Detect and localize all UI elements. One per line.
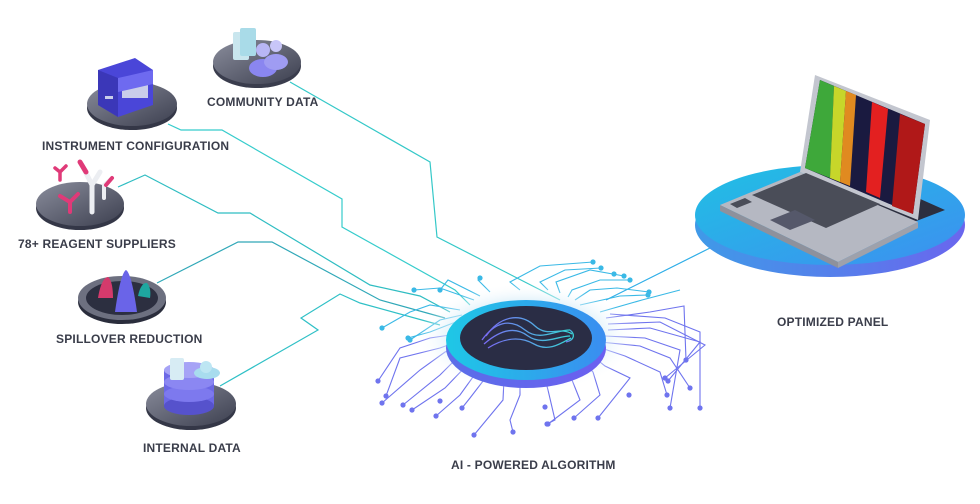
- community-people-icon: [213, 28, 301, 88]
- line-community: [289, 81, 561, 301]
- line-instrument: [167, 123, 471, 306]
- connection-lines: [117, 81, 711, 387]
- line-optimized: [605, 247, 711, 301]
- database-cloud-icon: [146, 358, 236, 430]
- label-spillover-reduction: SPILLOVER REDUCTION: [56, 332, 203, 346]
- label-community-data: COMMUNITY DATA: [207, 95, 319, 109]
- laptop-icon: [695, 75, 965, 277]
- ai-chip-icon: [416, 283, 636, 393]
- antibody-icon: [36, 159, 124, 230]
- spectrum-peaks-icon: [78, 270, 166, 324]
- line-reagent: [117, 174, 451, 313]
- label-instrument-configuration: INSTRUMENT CONFIGURATION: [42, 139, 230, 153]
- trackpad: [770, 210, 815, 230]
- label-internal-data: INTERNAL DATA: [143, 441, 241, 455]
- label-ai-algorithm: AI - POWERED ALGORITHM: [451, 458, 616, 472]
- label-optimized-panel: OPTIMIZED PANEL: [777, 315, 889, 329]
- line-internal: [219, 293, 441, 387]
- cytometer-instrument-icon: [87, 58, 177, 130]
- wave-logo-icon: [481, 317, 574, 349]
- keyboard: [752, 173, 880, 228]
- trace-endpoints: [375, 259, 703, 438]
- label-reagent-suppliers: 78+ REAGENT SUPPLIERS: [18, 237, 176, 251]
- line-spillover: [156, 241, 446, 319]
